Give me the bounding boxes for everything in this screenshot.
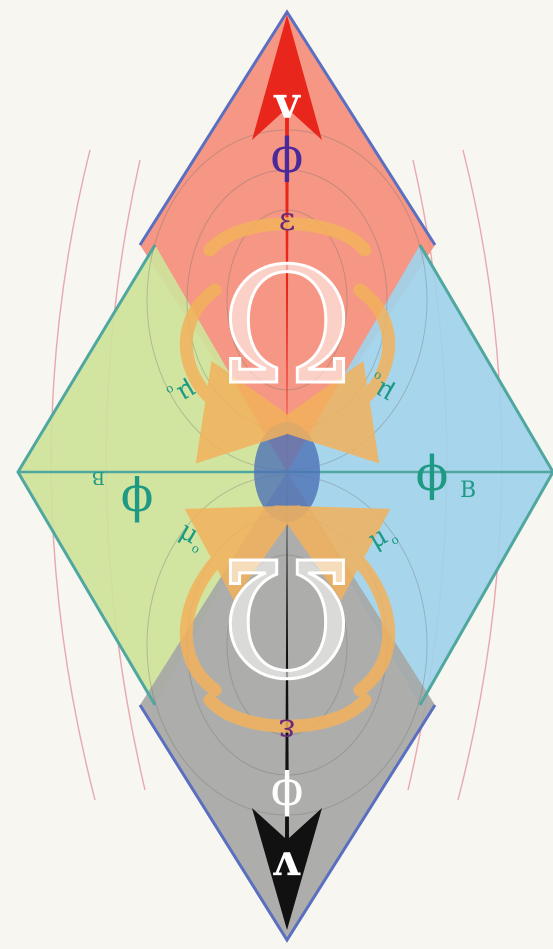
v-bottom-label: v [273,841,301,892]
epsilon-bottom-label: ε [279,712,296,750]
phi-right-label: ϕ [416,446,449,502]
omega-top-symbol: Ω [221,233,354,420]
phi-left-label: ϕ [121,474,154,530]
b-left-subscript: B [92,467,105,488]
omega-bottom-symbol: Ω [221,522,354,709]
v-top-label: v [273,78,301,129]
b-right-subscript: B [460,478,476,503]
epsilon-top-label: ε [279,200,296,238]
center-ellipse [254,422,320,522]
phi-top-label: ϕ [271,128,304,184]
phi-bottom-label: ϕ [271,768,304,824]
